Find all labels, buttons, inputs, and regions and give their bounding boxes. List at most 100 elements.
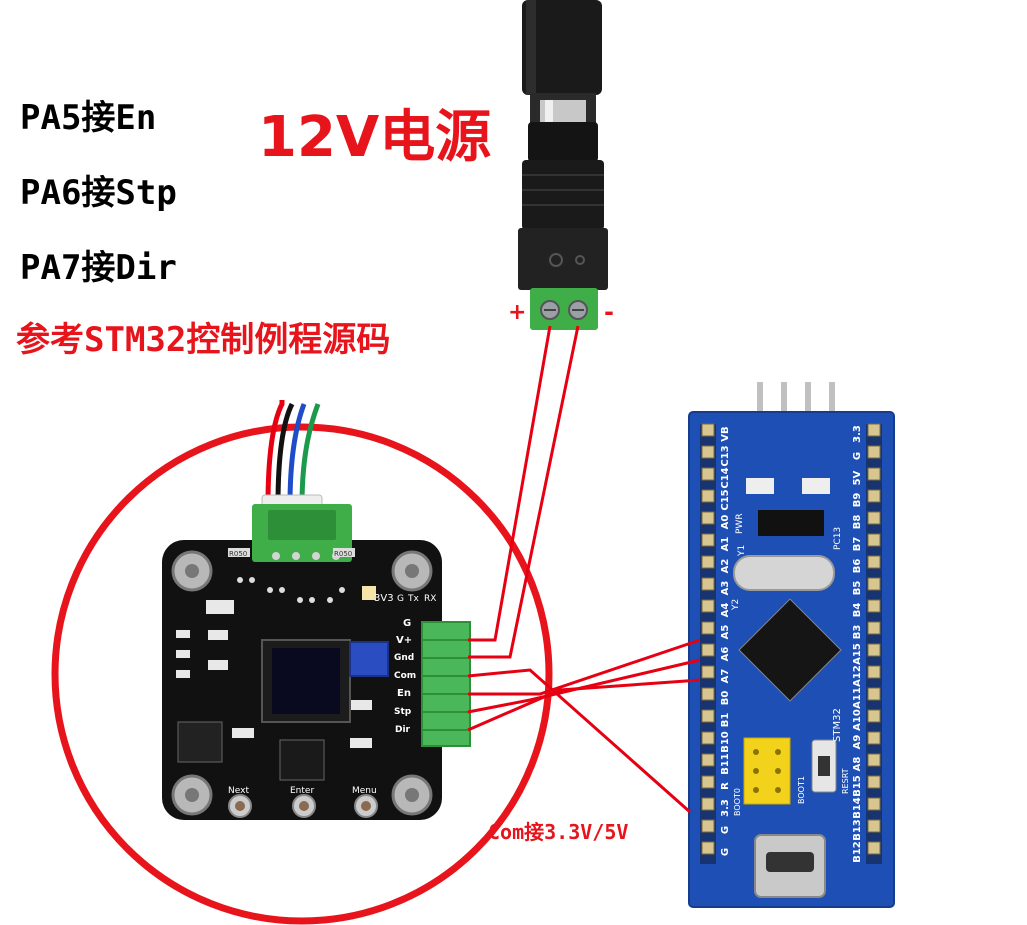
right-pin-pad (867, 445, 881, 459)
left-pin-pad (701, 533, 715, 547)
silk-boot1: BOOT1 (797, 776, 806, 804)
left-pin-label: A4 (720, 603, 731, 618)
potentiometer (349, 641, 389, 677)
header-tx: Tx (407, 594, 419, 604)
power-title: 12V电源 (258, 105, 492, 170)
left-pin-pad (701, 511, 715, 525)
left-pin-pad (701, 489, 715, 503)
right-pin-label: G (852, 452, 863, 460)
pa7-note: PA7接Dir (20, 248, 177, 288)
left-pin-label: C15 (720, 489, 731, 510)
pin-stp: Stp (394, 707, 412, 717)
right-pin-pad (867, 665, 881, 679)
right-pin-label: B5 (852, 581, 863, 596)
left-pin-label: A6 (720, 647, 731, 662)
right-pin-label: A9 (852, 735, 863, 750)
silk-boot0: BOOT0 (733, 788, 742, 816)
plus-label: + (508, 300, 527, 325)
left-pin-label: A0 (720, 515, 731, 530)
boot-jumpers[interactable] (743, 737, 791, 805)
left-pin-label: A2 (720, 559, 731, 574)
right-pin-pad (867, 599, 881, 613)
right-pin-pad (867, 489, 881, 503)
wire-com (467, 668, 691, 814)
left-pin-pad (701, 555, 715, 569)
right-pin-pad (867, 555, 881, 569)
left-pin-pad (701, 775, 715, 789)
right-pin-label: B3 (852, 625, 863, 640)
stepper-driver-board: R050 R050 3V3 G Tx RX G V+ Gnd (162, 400, 471, 820)
right-pin-pad (867, 511, 881, 525)
right-pin-label: A8 (852, 757, 863, 772)
left-pin-pad (701, 709, 715, 723)
highlight-circle (51, 423, 553, 925)
left-pin-label: G (720, 848, 731, 856)
left-pin-pad (701, 753, 715, 767)
next-button-label: Next (228, 786, 249, 796)
right-pin-label: B6 (852, 559, 863, 574)
left-pin-label: A1 (720, 537, 731, 552)
left-pin-pad (701, 445, 715, 459)
left-pin-label: B1 (720, 713, 731, 728)
right-pin-label: B15 (852, 775, 863, 797)
header-g: G (397, 594, 404, 604)
wire-dir-pa7 (467, 678, 701, 732)
pin-g: G (403, 618, 411, 629)
left-pin-label: B11 (720, 753, 731, 775)
wire-en-pa5 (468, 638, 701, 696)
pa5-note: PA5接En (20, 98, 157, 138)
r050-label-left: R050 (229, 550, 247, 558)
right-pin-label: A15 (852, 643, 863, 665)
right-pin-label: B14 (852, 797, 863, 819)
header-3v3: 3V3 (374, 593, 394, 604)
right-pin-pad (867, 819, 881, 833)
right-pin-label: B13 (852, 819, 863, 841)
reference-note: 参考STM32控制例程源码 (16, 320, 391, 360)
right-pin-label: B8 (852, 515, 863, 530)
left-pin-pad (701, 797, 715, 811)
menu-button-label: Menu (352, 786, 377, 796)
left-pin-pad (701, 621, 715, 635)
left-pin-pad (701, 731, 715, 745)
wire-gnd (468, 325, 580, 659)
left-pin-pad (701, 577, 715, 591)
wire-v-plus (468, 325, 552, 642)
left-pin-pad (701, 665, 715, 679)
right-pin-label: B12 (852, 841, 863, 863)
left-pin-pad (701, 599, 715, 613)
left-pin-pad (701, 687, 715, 701)
right-pin-pad (867, 731, 881, 745)
minus-label: - (604, 298, 614, 326)
right-pin-label: A10 (852, 709, 863, 731)
stm32-board: PWR PC13 Y2 Y1 STM32 RESRT BOOT0 BOOT1 V… (688, 382, 895, 908)
right-pin-pad (867, 753, 881, 767)
header-rx: RX (424, 594, 436, 604)
left-pin-pad (701, 467, 715, 481)
left-pin-label: 3.3 (720, 799, 731, 817)
right-pin-label: 3.3 (852, 425, 863, 443)
wire-stp-pa6 (467, 658, 701, 714)
left-pin-label: C14 (720, 467, 731, 488)
right-pin-label: B4 (852, 603, 863, 618)
left-pin-label: A3 (720, 581, 731, 596)
right-pin-pad (867, 423, 881, 437)
right-pin-label: 5V (852, 470, 863, 485)
right-pin-pad (867, 533, 881, 547)
green-header (421, 621, 471, 747)
right-pin-label: A12 (852, 665, 863, 687)
right-pin-pad (867, 709, 881, 723)
right-pin-label: B7 (852, 537, 863, 552)
left-pin-label: A7 (720, 669, 731, 684)
silk-pc13: PC13 (833, 527, 843, 550)
silk-stm32: STM32 (832, 708, 843, 742)
left-pin-label: A5 (720, 625, 731, 640)
silk-resrt: RESRT (841, 768, 850, 794)
silk-pwr: PWR (735, 513, 745, 534)
left-pin-label: B0 (720, 691, 731, 706)
right-pin-pad (867, 775, 881, 789)
pa6-note: PA6接Stp (20, 173, 177, 213)
crystal-oscillator (733, 555, 835, 591)
pin-en: En (397, 688, 411, 699)
left-pin-label: C13 (720, 445, 731, 466)
